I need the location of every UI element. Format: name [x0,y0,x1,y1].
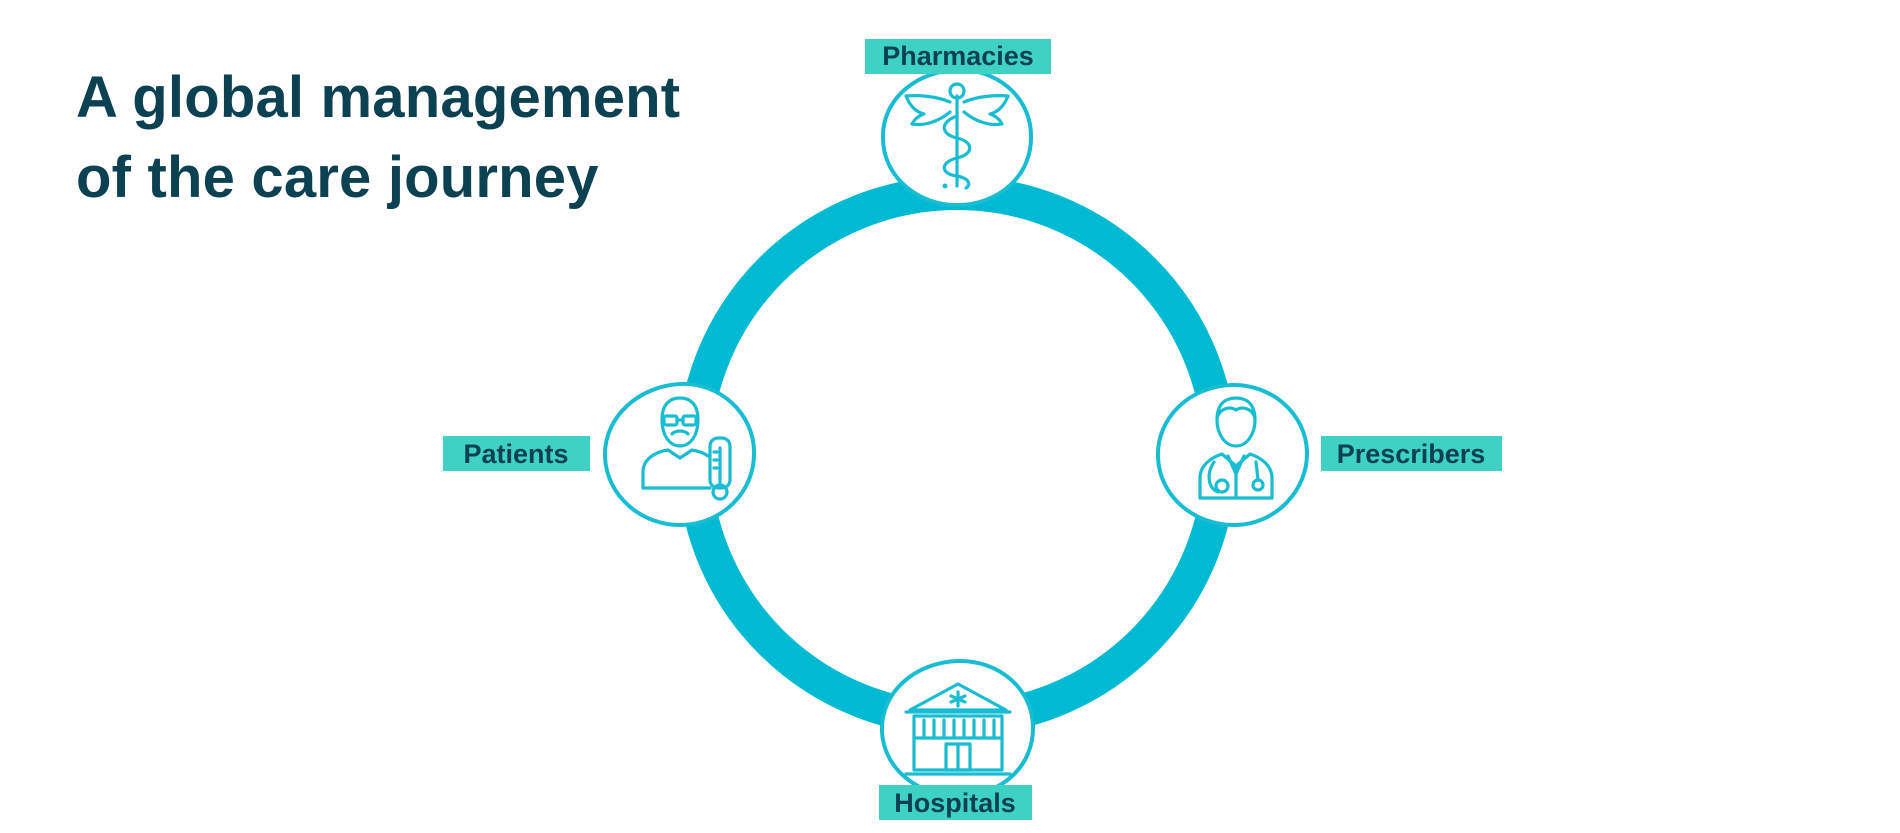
title-line-2: of the care journey [76,145,599,210]
node-pharmacies: Pharmacies [865,39,1051,208]
node-pharmacies-label: Pharmacies [882,41,1034,71]
care-journey-ring [677,176,1237,736]
node-pharmacies-label-box [865,39,1051,74]
patient-icon [641,396,732,501]
page-title: A global management of the care journey [76,58,680,218]
node-hospitals-circle [879,658,1036,799]
node-patients-label: Patients [463,439,568,469]
caduceus-icon [904,82,1010,190]
node-patients-circle [602,381,757,528]
node-prescribers: Prescribers [1155,382,1502,528]
node-hospitals: Hospitals [879,658,1036,820]
doctor-icon [1198,396,1274,500]
node-patients: Patients [443,381,757,528]
hospital-icon [904,682,1012,776]
node-hospitals-label-box [879,785,1032,820]
title-line-1: A global management [76,65,681,130]
node-prescribers-label: Prescribers [1337,439,1486,469]
node-prescribers-label-box [1321,436,1502,471]
node-patients-label-box [443,436,590,471]
node-hospitals-label: Hospitals [894,788,1016,818]
node-prescribers-circle [1155,382,1310,528]
